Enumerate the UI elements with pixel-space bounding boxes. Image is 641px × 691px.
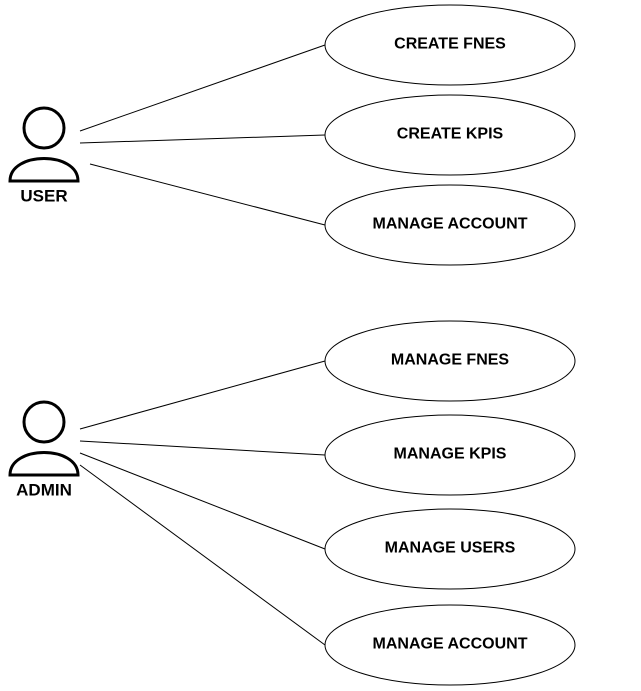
- user-group: USER CREATE FNES CREATE KPIS MANAGE ACCO…: [8, 4, 576, 266]
- usecase-manage-users[interactable]: MANAGE USERS: [324, 508, 576, 590]
- association-line: [89, 163, 326, 226]
- user-actor-label: USER: [20, 187, 67, 206]
- usecase-manage-account-user[interactable]: MANAGE ACCOUNT: [324, 184, 576, 266]
- usecase-manage-account-admin[interactable]: MANAGE ACCOUNT: [324, 604, 576, 686]
- usecase-label: MANAGE USERS: [385, 540, 516, 557]
- user-actor-icon[interactable]: [8, 106, 80, 183]
- usecase-label: MANAGE FNES: [391, 352, 510, 369]
- admin-actor-label: ADMIN: [16, 481, 72, 500]
- association-line: [79, 134, 326, 144]
- usecase-label: CREATE KPIS: [397, 126, 504, 143]
- association-line: [79, 44, 326, 132]
- usecase-create-fnes[interactable]: CREATE FNES: [324, 4, 576, 86]
- usecase-label: CREATE FNES: [394, 36, 506, 53]
- association-line: [79, 464, 326, 646]
- association-line: [79, 440, 326, 456]
- admin-group: ADMIN MANAGE FNES MANAGE KPIS MANAGE USE…: [8, 320, 576, 686]
- usecase-label: MANAGE ACCOUNT: [373, 636, 528, 653]
- association-line: [79, 360, 326, 430]
- usecase-label: MANAGE ACCOUNT: [373, 216, 528, 233]
- usecase-manage-kpis[interactable]: MANAGE KPIS: [324, 414, 576, 496]
- usecase-create-kpis[interactable]: CREATE KPIS: [324, 94, 576, 176]
- usecase-label: MANAGE KPIS: [394, 446, 507, 463]
- usecase-manage-fnes[interactable]: MANAGE FNES: [324, 320, 576, 402]
- association-line: [79, 452, 326, 550]
- admin-actor-icon[interactable]: [8, 400, 80, 477]
